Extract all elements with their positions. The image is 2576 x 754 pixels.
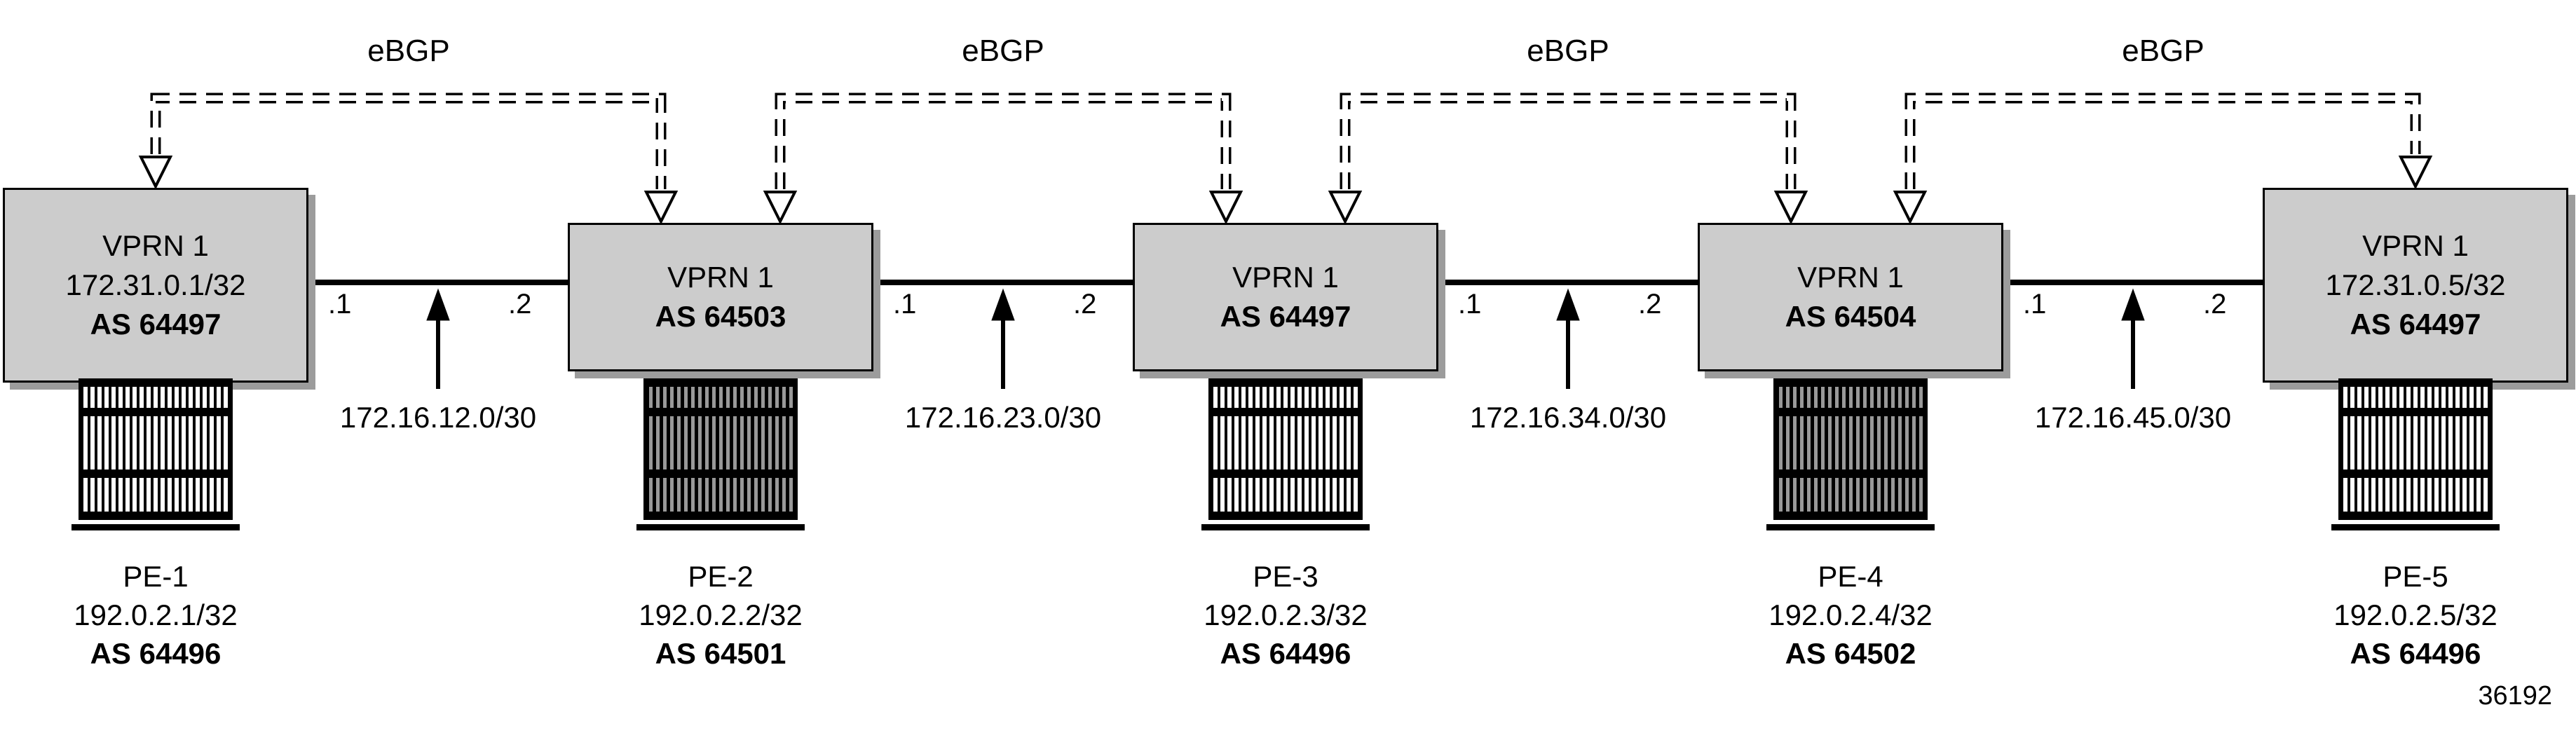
arrowhead-icon xyxy=(138,156,173,190)
arrowhead-icon xyxy=(1773,191,1808,225)
node-name: PE-2 xyxy=(688,560,754,593)
arrowhead-icon xyxy=(1328,191,1363,225)
ebgp-arc-3 xyxy=(1328,92,1808,225)
router-icon-pe4 xyxy=(1766,378,1935,530)
node-as: AS 64502 xyxy=(1785,637,1916,670)
vprn-box-pe2: VPRN 1 AS 64503 xyxy=(568,223,873,371)
link3-right-ip: .2 xyxy=(1638,289,1662,320)
node-loopback: 192.0.2.3/32 xyxy=(1204,598,1368,631)
subnet-label-1: 172.16.12.0/30 xyxy=(339,401,537,434)
ebgp-arc-1 xyxy=(138,92,679,225)
link2-right-ip: .2 xyxy=(1073,289,1097,320)
vprn-ip: 172.31.0.5/32 xyxy=(2325,268,2506,301)
node-as: AS 64496 xyxy=(90,637,222,670)
router-icon-pe5 xyxy=(2331,378,2500,530)
node-caption-pe3: PE-3 192.0.2.3/32 AS 64496 xyxy=(1131,557,1440,673)
ebgp-label-2: eBGP xyxy=(962,34,1044,68)
node-caption-pe4: PE-4 192.0.2.4/32 AS 64502 xyxy=(1696,557,2005,673)
vprn-as: AS 64497 xyxy=(2350,308,2481,341)
vprn-as: AS 64503 xyxy=(655,300,786,333)
node-name: PE-1 xyxy=(123,560,189,593)
vprn-as: AS 64497 xyxy=(1220,300,1351,333)
subnet-arrow-1 xyxy=(426,288,450,389)
vprn-title: VPRN 1 xyxy=(1797,261,1904,294)
node-as: AS 64501 xyxy=(655,637,786,670)
link4-left-ip: .1 xyxy=(2023,289,2047,320)
subnet-arrow-3 xyxy=(1556,288,1580,389)
ebgp-label-3: eBGP xyxy=(1527,34,1609,68)
link4-right-ip: .2 xyxy=(2203,289,2227,320)
link2-left-ip: .1 xyxy=(893,289,917,320)
arrowhead-icon xyxy=(1208,191,1243,225)
node-caption-pe2: PE-2 192.0.2.2/32 AS 64501 xyxy=(566,557,875,673)
ebgp-arc-2 xyxy=(763,92,1243,225)
vprn-title: VPRN 1 xyxy=(667,261,774,294)
subnet-arrow-4 xyxy=(2121,288,2145,389)
subnet-label-4: 172.16.45.0/30 xyxy=(2034,401,2232,434)
vprn-box-pe1: VPRN 1 172.31.0.1/32 AS 64497 xyxy=(3,188,308,383)
subnet-label-3: 172.16.34.0/30 xyxy=(1469,401,1667,434)
node-name: PE-4 xyxy=(1818,560,1883,593)
node-caption-pe1: PE-1 192.0.2.1/32 AS 64496 xyxy=(1,557,310,673)
vprn-box-pe4: VPRN 1 AS 64504 xyxy=(1698,223,2003,371)
link1-right-ip: .2 xyxy=(508,289,532,320)
vprn-box-pe5: VPRN 1 172.31.0.5/32 AS 64497 xyxy=(2263,188,2568,383)
router-icon-pe2 xyxy=(636,378,805,530)
arrowhead-icon xyxy=(763,191,798,225)
node-name: PE-3 xyxy=(1253,560,1318,593)
node-loopback: 192.0.2.4/32 xyxy=(1769,598,1933,631)
ebgp-label-4: eBGP xyxy=(2122,34,2204,68)
node-as: AS 64496 xyxy=(1220,637,1351,670)
link1-left-ip: .1 xyxy=(328,289,352,320)
vprn-title: VPRN 1 xyxy=(2362,229,2469,262)
vprn-ip: 172.31.0.1/32 xyxy=(65,268,246,301)
vprn-title: VPRN 1 xyxy=(1232,261,1339,294)
vprn-title: VPRN 1 xyxy=(102,229,209,262)
node-loopback: 192.0.2.1/32 xyxy=(74,598,238,631)
node-loopback: 192.0.2.2/32 xyxy=(639,598,803,631)
subnet-arrows xyxy=(426,288,2145,389)
vprn-as: AS 64497 xyxy=(90,308,222,341)
subnet-arrow-2 xyxy=(991,288,1015,389)
link3-left-ip: .1 xyxy=(1458,289,1482,320)
ebgp-arc-4 xyxy=(1893,92,2433,225)
arrowhead-icon xyxy=(1893,191,1928,225)
subnet-label-2: 172.16.23.0/30 xyxy=(904,401,1102,434)
vprn-box-pe3: VPRN 1 AS 64497 xyxy=(1133,223,1438,371)
router-icon-pe3 xyxy=(1201,378,1370,530)
ebgp-label-1: eBGP xyxy=(367,34,450,68)
figure-number: 36192 xyxy=(2478,681,2552,711)
arrowhead-icon xyxy=(2398,156,2433,190)
node-loopback: 192.0.2.5/32 xyxy=(2333,598,2497,631)
node-as: AS 64496 xyxy=(2350,637,2481,670)
node-caption-pe5: PE-5 192.0.2.5/32 AS 64496 xyxy=(2261,557,2570,673)
node-name: PE-5 xyxy=(2383,560,2448,593)
vprn-as: AS 64504 xyxy=(1785,300,1916,333)
arrowhead-icon xyxy=(643,191,679,225)
router-icon-pe1 xyxy=(71,378,240,530)
